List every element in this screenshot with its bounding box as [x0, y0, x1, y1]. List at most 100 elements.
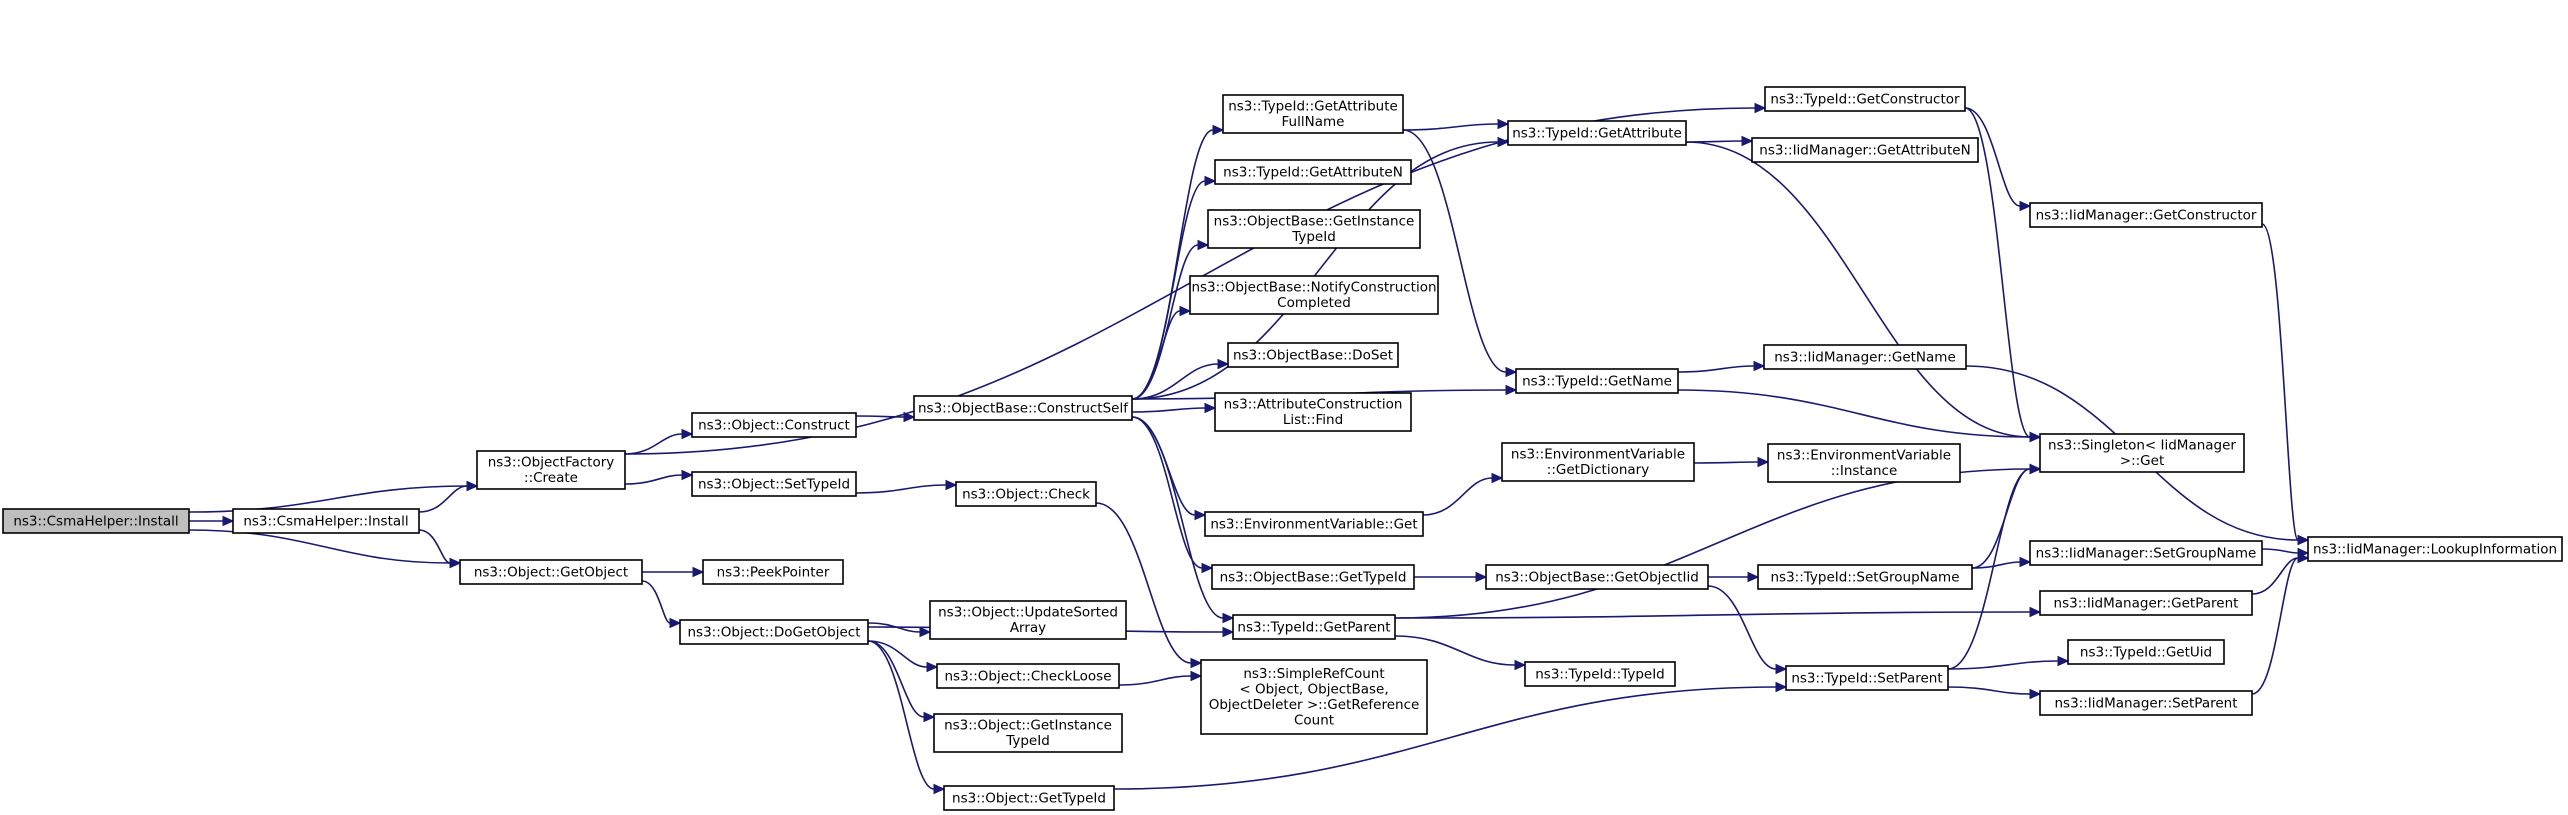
- edge-line: [1131, 129, 1214, 400]
- arrow-head-icon: [1179, 305, 1192, 317]
- node-refcount[interactable]: ns3::SimpleRefCount< Object, ObjectBase,…: [1200, 659, 1428, 735]
- node-label: ns3::Object::GetObject: [474, 564, 628, 580]
- edge-line: [1947, 686, 2031, 695]
- node-tid_getattr[interactable]: ns3::TypeId::GetAttribute: [1507, 120, 1687, 146]
- node-checkloose[interactable]: ns3::Object::CheckLoose: [936, 663, 1120, 689]
- node-iid_lookup[interactable]: ns3::IidManager::LookupInformation: [2307, 536, 2563, 562]
- node-tid_setgroup[interactable]: ns3::TypeId::SetGroupName: [1757, 564, 1973, 590]
- edge-iid_setparent-to-iid_lookup: [2251, 552, 2310, 695]
- node-obj_gettypeid[interactable]: ns3::Object::GetTypeId: [943, 785, 1115, 811]
- node-env_instance[interactable]: ns3::EnvironmentVariable::Instance: [1767, 443, 1961, 483]
- edge-tid_getparent-to-tid_typeid: [1394, 635, 1527, 671]
- arrow-head-icon: [2029, 606, 2042, 618]
- node-check[interactable]: ns3::Object::Check: [955, 481, 1097, 507]
- node-ob_gettypeid[interactable]: ns3::ObjectBase::GetTypeId: [1211, 564, 1415, 590]
- arrow-head-icon: [2029, 431, 2042, 443]
- node-label: ::Create: [524, 470, 578, 486]
- node-box: [2029, 202, 2263, 228]
- node-csma2[interactable]: ns3::CsmaHelper::Install: [232, 508, 420, 534]
- arrow-head-icon: [1514, 659, 1527, 671]
- edge-line: [1971, 561, 2021, 569]
- node-label: ns3::EnvironmentVariable: [1511, 447, 1685, 463]
- edge-root-to-objfactory: [188, 480, 479, 513]
- node-box: [1214, 159, 1412, 185]
- edge-tid_setparent-to-tid_getuid: [1947, 655, 2070, 670]
- node-dogetobject[interactable]: ns3::Object::DoGetObject: [679, 619, 869, 645]
- node-label: ns3::IidManager::GetAttributeN: [1759, 142, 1970, 158]
- edge-line: [1964, 107, 2021, 207]
- edge-constructself-to-attrfind: [1131, 402, 1217, 414]
- node-box: [1757, 564, 1973, 590]
- node-tid_setparent[interactable]: ns3::TypeId::SetParent: [1785, 665, 1949, 691]
- node-constructself[interactable]: ns3::ObjectBase::ConstructSelf: [913, 395, 1133, 421]
- node-envget[interactable]: ns3::EnvironmentVariable::Get: [1204, 511, 1424, 537]
- node-label: ns3::TypeId::GetConstructor: [1770, 91, 1960, 107]
- edge-line: [624, 474, 683, 485]
- edge-tid_getparent-to-iid_getparent: [1394, 606, 2042, 619]
- node-box: [691, 471, 857, 497]
- node-label: ns3::TypeId::GetName: [1522, 373, 1672, 389]
- node-tid_getuid[interactable]: ns3::TypeId::GetUid: [2067, 639, 2225, 665]
- edge-line: [188, 529, 451, 564]
- node-label: Array: [1010, 620, 1046, 636]
- arrow-head-icon: [2019, 556, 2032, 568]
- node-tid_typeid[interactable]: ns3::TypeId::TypeId: [1524, 661, 1676, 687]
- node-singleton[interactable]: ns3::Singleton< IidManager >::Get: [2039, 433, 2245, 473]
- node-tid_getctor[interactable]: ns3::TypeId::GetConstructor: [1764, 86, 1966, 112]
- node-construct[interactable]: ns3::Object::Construct: [691, 412, 857, 438]
- node-label: ns3::EnvironmentVariable::Get: [1210, 516, 1417, 532]
- node-ob_getobjiid[interactable]: ns3::ObjectBase::GetObjectIid: [1485, 564, 1709, 590]
- edge-line: [624, 433, 683, 455]
- node-box: [2039, 590, 2253, 616]
- node-label: ::Instance: [1831, 463, 1898, 479]
- node-iid_getctor[interactable]: ns3::IidManager::GetConstructor: [2029, 202, 2263, 228]
- edge-line: [1113, 686, 1777, 790]
- node-env_getdict[interactable]: ns3::EnvironmentVariable::GetDictionary: [1501, 442, 1695, 482]
- arrow-head-icon: [669, 617, 682, 629]
- node-iid_getparent[interactable]: ns3::IidManager::GetParent: [2039, 590, 2253, 616]
- node-box: [1211, 564, 1415, 590]
- arrow-head-icon: [1222, 612, 1235, 624]
- arrow-head-icon: [1775, 681, 1788, 693]
- node-label: ns3::IidManager::GetConstructor: [2036, 207, 2257, 223]
- edge-line: [1131, 141, 1499, 400]
- node-tid_getname[interactable]: ns3::TypeId::GetName: [1515, 368, 1679, 394]
- node-getattrn[interactable]: ns3::TypeId::GetAttributeN: [1214, 159, 1412, 185]
- edge-ob_getobjiid-to-tid_setgroup: [1708, 571, 1760, 583]
- edge-line: [855, 484, 947, 494]
- node-iid_getattrn[interactable]: ns3::IidManager::GetAttributeN: [1751, 137, 1979, 163]
- node-iid_setgroup[interactable]: ns3::IidManager::SetGroupName: [2029, 540, 2263, 566]
- edge-tid_getattr-to-singleton: [1685, 141, 2042, 443]
- node-box: [2039, 690, 2253, 716]
- edge-getobject-to-peek: [641, 566, 705, 578]
- node-label: ns3::Object::DoGetObject: [687, 624, 860, 640]
- node-iid_getname[interactable]: ns3::IidManager::GetName: [1763, 344, 1967, 370]
- node-settypeid[interactable]: ns3::Object::SetTypeId: [691, 471, 857, 497]
- node-box: [1189, 275, 1439, 315]
- edge-line: [1131, 416, 1203, 569]
- node-notify[interactable]: ns3::ObjectBase::NotifyConstructionCompl…: [1189, 275, 1439, 315]
- node-iid_setparent[interactable]: ns3::IidManager::SetParent: [2039, 690, 2253, 716]
- edge-line: [1677, 365, 1755, 373]
- node-tid_getparent[interactable]: ns3::TypeId::GetParent: [1232, 614, 1396, 640]
- node-box: [1222, 94, 1404, 134]
- node-doset[interactable]: ns3::ObjectBase::DoSet: [1227, 342, 1399, 368]
- arrow-head-icon: [2297, 552, 2310, 564]
- arrow-head-icon: [1212, 124, 1225, 136]
- node-objfactory[interactable]: ns3::ObjectFactory::Create: [476, 450, 626, 490]
- node-getobject[interactable]: ns3::Object::GetObject: [459, 559, 643, 585]
- node-box: [1515, 368, 1679, 394]
- node-label: Completed: [1277, 295, 1351, 311]
- node-box: [1207, 209, 1421, 249]
- node-box: [1200, 659, 1428, 735]
- edge-constructself-to-ob_getinst: [1131, 239, 1210, 400]
- node-label: ns3::ObjectBase::ConstructSelf: [918, 400, 1129, 416]
- edge-line: [1707, 585, 1777, 670]
- node-peek[interactable]: ns3::PeekPointer: [702, 559, 844, 585]
